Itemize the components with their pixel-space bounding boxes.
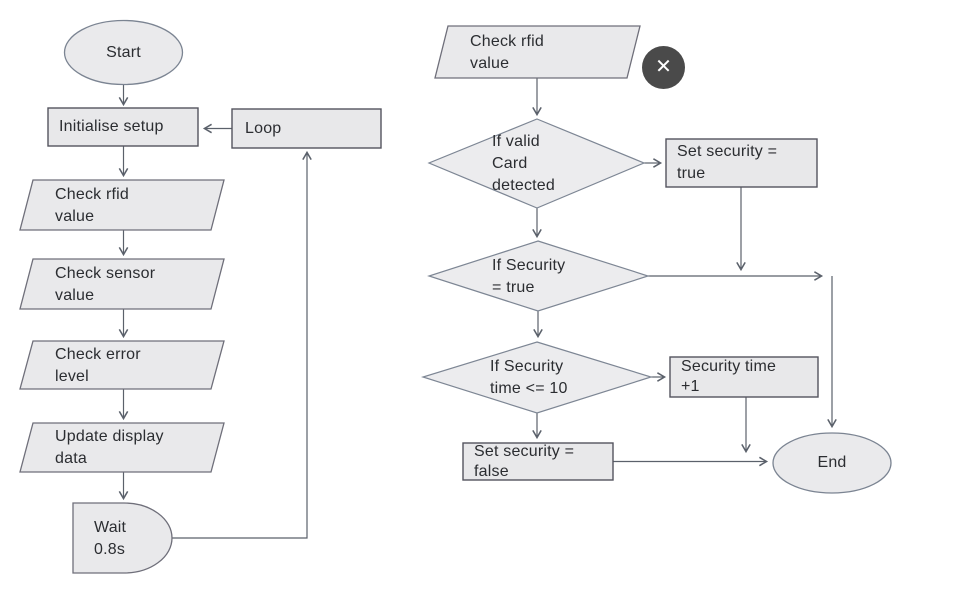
set-security-false-process-shape <box>462 442 614 481</box>
if-valid-card-decision-shape <box>427 118 646 209</box>
check-rfid-label: Check rfid value <box>55 185 130 225</box>
close-button[interactable]: ✕ <box>642 46 685 89</box>
check-error-label: Check error level <box>55 345 141 385</box>
if-security-true-label: If Security = true <box>492 256 566 296</box>
if-security-true-decision-shape <box>427 240 650 312</box>
end-label: End <box>817 454 847 471</box>
loop-label: Loop <box>245 119 282 137</box>
init-process-shape <box>47 107 199 147</box>
set-security-false-label: Set security = false <box>474 443 575 480</box>
start-terminator-shape <box>63 19 184 86</box>
end-terminator-shape <box>772 432 892 494</box>
set-security-true-process-shape <box>665 138 818 188</box>
update-display-label: Update display data <box>55 428 164 467</box>
if-valid-card-label: If valid Card detected <box>492 133 555 194</box>
security-time-plus-process-shape <box>669 356 819 398</box>
close-icon: ✕ <box>655 55 672 78</box>
check-rfid-io-shape <box>19 179 225 231</box>
init-label: Initialise setup <box>59 118 164 135</box>
if-security-time-label: If Security time <= 10 <box>490 357 568 397</box>
check-rfid-right-label: Check rfid value <box>470 32 545 72</box>
security-time-plus-label: Security time +1 <box>681 358 777 395</box>
check-sensor-label: Check sensor value <box>55 264 156 304</box>
if-security-time-decision-shape <box>420 341 654 414</box>
connector-wait-to-loop <box>172 150 312 539</box>
wait-delay-shape <box>72 502 173 574</box>
wait-label: Wait 0.8s <box>94 518 127 558</box>
check-rfid-right-io-shape <box>434 25 641 79</box>
set-security-true-label: Set security = true <box>677 143 778 182</box>
update-display-io-shape <box>19 422 225 473</box>
start-label: Start <box>106 43 141 61</box>
check-sensor-io-shape <box>19 258 225 310</box>
check-error-io-shape <box>19 340 225 390</box>
loop-process-shape <box>231 108 382 149</box>
